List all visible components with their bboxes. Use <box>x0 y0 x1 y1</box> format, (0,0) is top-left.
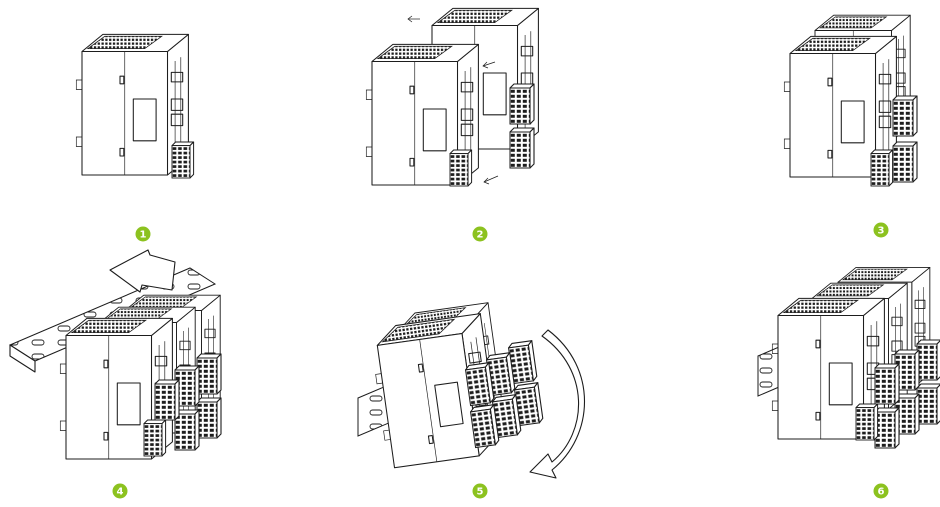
step-badge-1: 1 <box>135 226 151 242</box>
step-1-illustration <box>75 33 195 179</box>
step-badge-4: 4 <box>112 483 128 499</box>
svg-text:1: 1 <box>140 230 147 241</box>
svg-text:2: 2 <box>477 230 484 241</box>
svg-text:6: 6 <box>878 487 885 498</box>
svg-text:3: 3 <box>878 226 885 237</box>
step-5-illustration <box>357 302 586 479</box>
svg-text:4: 4 <box>117 487 124 498</box>
step-badge-3: 3 <box>873 222 889 238</box>
step-2-illustration <box>365 7 539 187</box>
step-badge-2: 2 <box>472 226 488 242</box>
step-4-illustration <box>8 249 222 460</box>
step-badge-5: 5 <box>472 483 488 499</box>
step-badge-6: 6 <box>873 483 889 499</box>
svg-text:5: 5 <box>477 487 484 498</box>
arrow-icon <box>407 15 499 185</box>
step-6-illustration <box>757 266 940 449</box>
step-3-illustration <box>783 14 918 187</box>
